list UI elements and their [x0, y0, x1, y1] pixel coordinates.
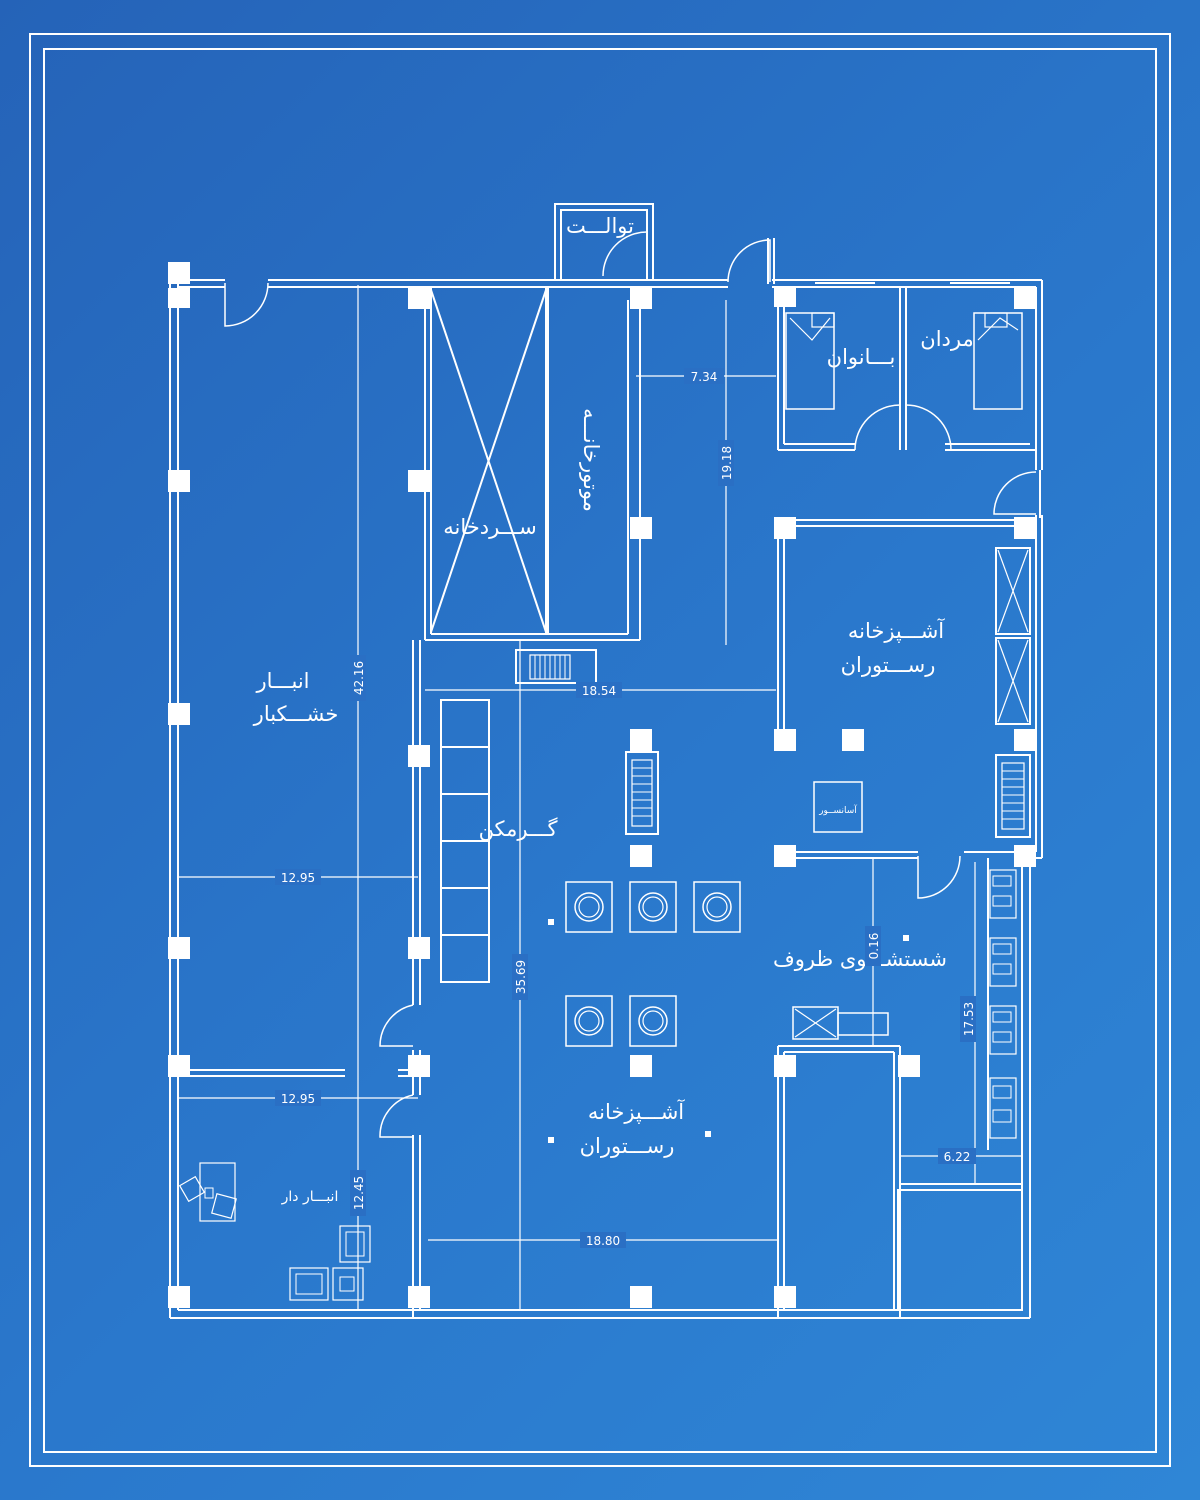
label-engine-room: موتورخانـــه	[579, 408, 603, 512]
dim-12-95-a: 12.95	[281, 871, 315, 885]
label-dishwash: شستشـــوی ظروف	[773, 947, 947, 971]
label-women: بـــانوان	[827, 345, 896, 369]
dimension-lines	[178, 285, 1022, 1310]
dim-12-95-b: 12.95	[281, 1092, 315, 1106]
dim-7-34: 7.34	[691, 370, 718, 384]
bathrooms	[777, 282, 1036, 451]
label-dry-store-2: خشـــکبار	[253, 702, 339, 726]
door-arc	[224, 282, 269, 327]
dry-storage	[178, 640, 421, 1318]
dim-19-18: 19.18	[720, 446, 734, 480]
labels: توالـــت بـــانوان مردان موتورخانـــه سـ…	[253, 214, 974, 1205]
dimension-labels: 7.34 19.18 42.16 18.54 12.95 12.95 35.69…	[275, 368, 976, 1248]
dim-6-22: 6.22	[944, 1150, 971, 1164]
label-toilet: توالـــت	[566, 214, 634, 238]
outer-walls	[169, 279, 1043, 1319]
dim-12-45: 12.45	[352, 1176, 366, 1210]
upper-kitchen	[777, 519, 1036, 899]
label-stock-store: انبـــار دار	[281, 1189, 339, 1205]
main-kitchen	[440, 649, 1023, 1318]
dim-17-53: 17.53	[962, 1002, 976, 1036]
door-arc	[727, 239, 771, 283]
label-kitchen-lower-1: آشـــپزخانه	[588, 1099, 685, 1124]
dim-35-69: 35.69	[514, 960, 528, 994]
inner-frame	[43, 48, 1157, 1453]
label-dry-store-1: انبـــار	[255, 669, 309, 693]
toilet-room	[554, 203, 654, 281]
label-warmer: گـــرمکن	[479, 817, 558, 841]
dim-42-16: 42.16	[352, 661, 366, 695]
outer-frame	[29, 33, 1171, 1467]
dim-18-54: 18.54	[582, 684, 616, 698]
door-arc	[993, 471, 1037, 515]
label-elevator: آسانســور	[818, 804, 857, 816]
dim-0-16: 0.16	[867, 933, 881, 960]
cold-storage-block	[424, 287, 641, 641]
dim-18-80: 18.80	[586, 1234, 620, 1248]
columns	[168, 262, 1036, 1308]
label-kitchen-upper-1: آشـــپزخانه	[848, 618, 945, 643]
label-men: مردان	[920, 327, 973, 351]
label-kitchen-lower-2: رســـتوران	[580, 1134, 675, 1158]
label-cold-storage: ســـردخانه	[443, 515, 536, 539]
label-kitchen-upper-2: رســـتوران	[841, 653, 936, 677]
